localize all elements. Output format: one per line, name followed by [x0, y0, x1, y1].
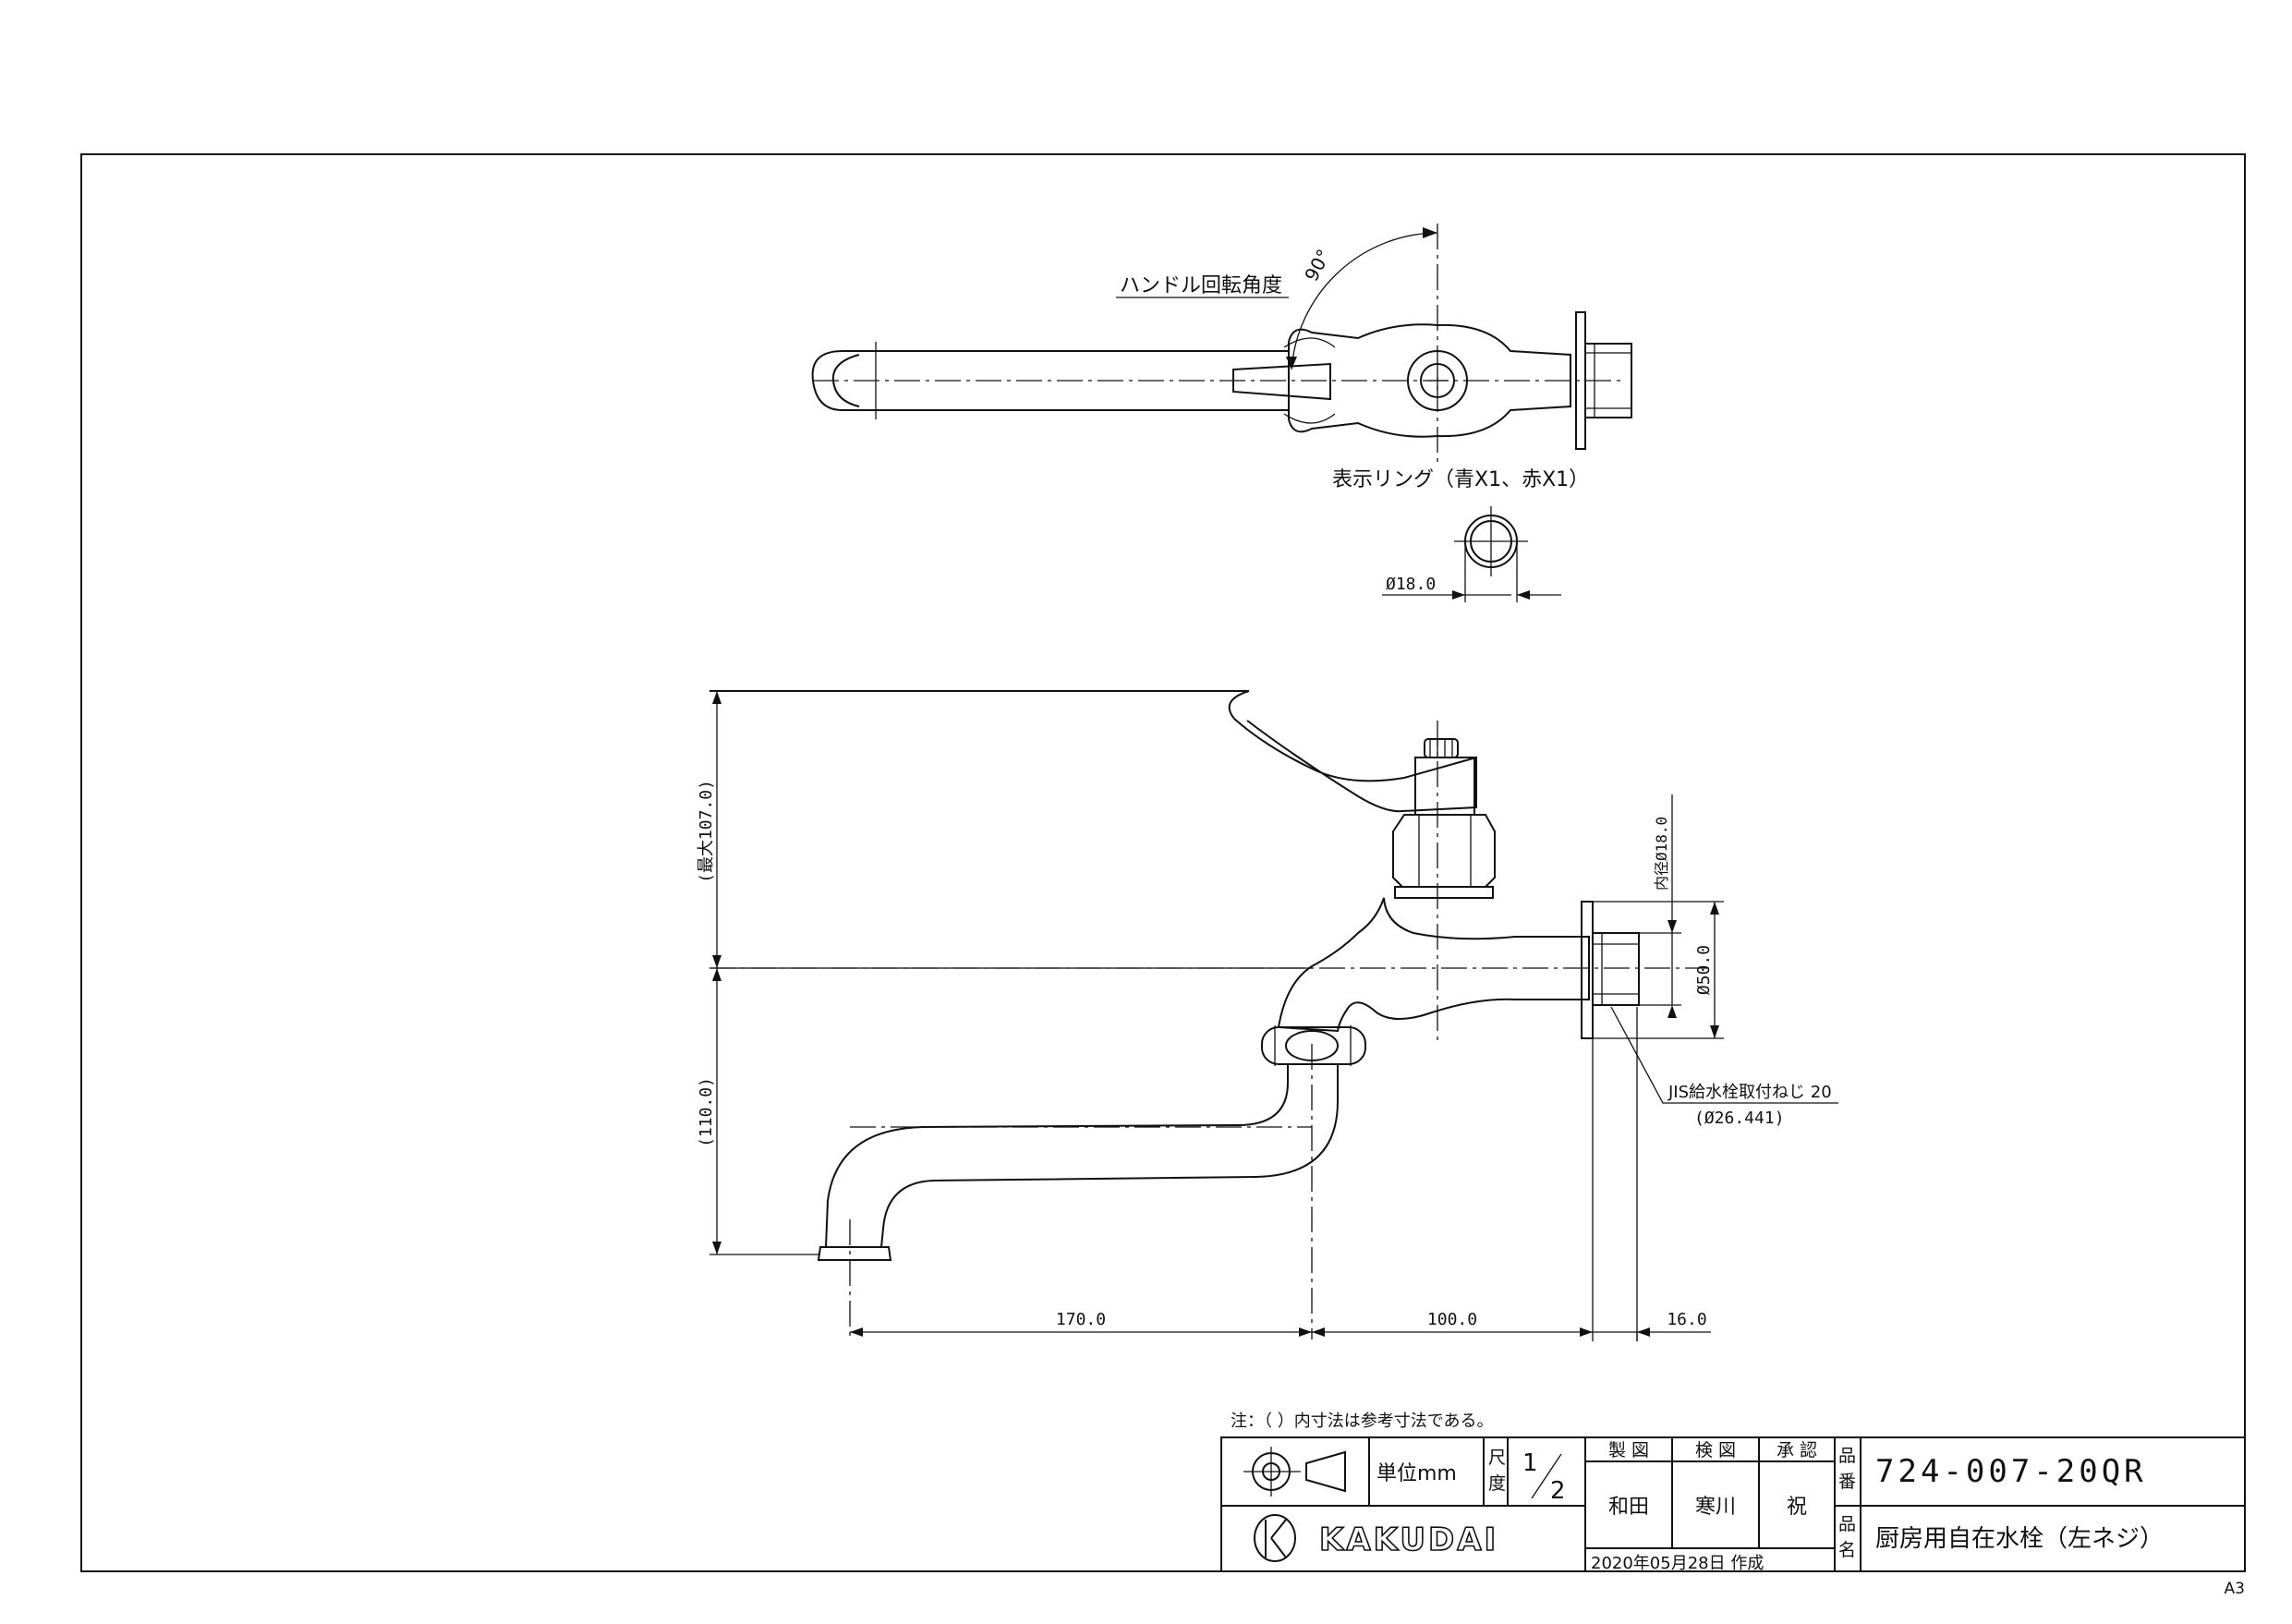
title-block: 単位mm 尺 度 1 2 KAKUDAI 製 図 検 図 承 認 和田 寒川 祝…	[1220, 1436, 2246, 1573]
front-view: (最大107.0) (110.0) 内径Ø18.0 Ø50.0 JIS給水栓取付…	[697, 690, 1838, 1341]
logo-wordmark: KAKUDAI	[1319, 1521, 1498, 1558]
third-angle-projection-symbol	[1243, 1447, 1346, 1497]
scale-label-bottom: 度	[1488, 1473, 1506, 1494]
ring-diameter-label: Ø18.0	[1386, 575, 1436, 594]
indicator-ring-label: 表示リング（青X1、赤X1）	[1332, 468, 1589, 491]
part-no-label-top: 品	[1838, 1446, 1856, 1466]
approved-by: 祝	[1787, 1496, 1807, 1519]
thread-diameter-label: (Ø26.441)	[1694, 1109, 1785, 1128]
drawn-label: 製 図	[1608, 1440, 1649, 1460]
height-dimension: (110.0)	[697, 1077, 716, 1147]
top-view: ハンドル回転角度 90° 表示リング（青X1、赤X1） Ø18.0	[811, 224, 1632, 602]
handle-angle-label: 90°	[1300, 246, 1335, 285]
part-no-label-bottom: 番	[1838, 1472, 1856, 1492]
max-height-dimension: (最大107.0)	[697, 780, 716, 883]
reference-dimension-note: 注：（ ）内寸法は参考寸法である。	[1231, 1412, 1494, 1431]
body-length-dimension: 100.0	[1427, 1310, 1477, 1329]
creation-date: 2020年05月28日 作成	[1591, 1554, 1764, 1573]
inner-diameter-dimension: 内径Ø18.0	[1653, 817, 1670, 891]
part-name-label-top: 品	[1838, 1514, 1856, 1534]
kakudai-logo: KAKUDAI	[1254, 1514, 1498, 1562]
thread-spec-label: JIS給水栓取付ねじ 20	[1667, 1083, 1832, 1102]
flange-thickness-dimension: 16.0	[1667, 1310, 1706, 1329]
unit-label: 単位mm	[1376, 1462, 1457, 1485]
sheet-size-label: A3	[2225, 1580, 2245, 1598]
part-number: 724-007-20QR	[1875, 1453, 2147, 1490]
scale-label-top: 尺	[1488, 1448, 1506, 1468]
handle-rotation-label: ハンドル回転角度	[1120, 274, 1282, 297]
flange-diameter-dimension: Ø50.0	[1694, 945, 1714, 995]
drawn-by: 和田	[1608, 1496, 1649, 1519]
scale-numerator: 1	[1522, 1449, 1538, 1477]
drawing-frame	[80, 153, 2246, 1572]
checked-label: 検 図	[1695, 1440, 1736, 1460]
part-name-label-bottom: 名	[1838, 1540, 1856, 1560]
approved-label: 承 認	[1777, 1440, 1817, 1460]
spout-length-dimension: 170.0	[1056, 1310, 1106, 1329]
checked-by: 寒川	[1695, 1496, 1736, 1519]
scale-denominator: 2	[1550, 1477, 1566, 1505]
part-name: 厨房用自在水栓（左ネジ）	[1875, 1525, 2164, 1553]
